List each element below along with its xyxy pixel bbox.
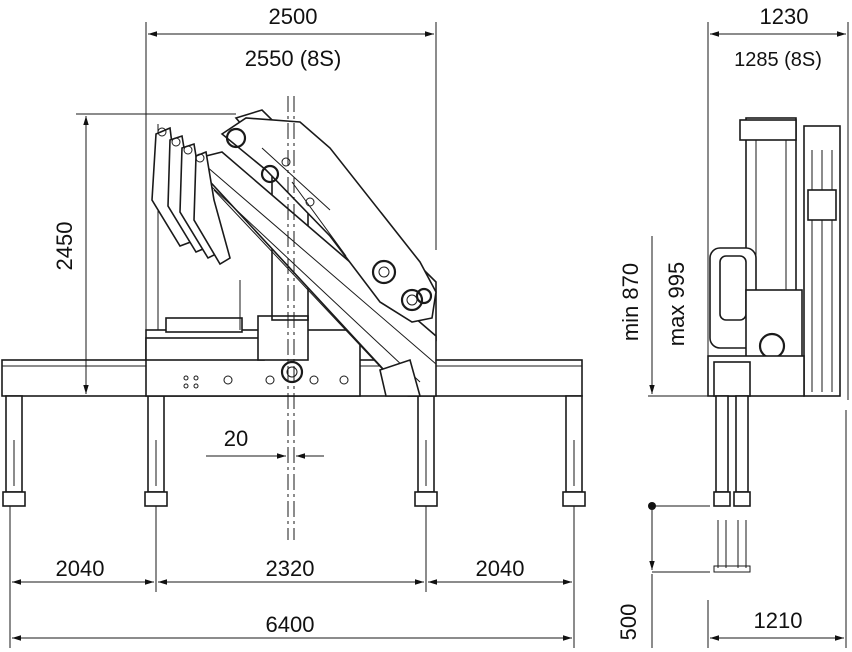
dim-total-span: 6400 <box>266 612 315 637</box>
side-height-dimension: min 870 max 995 500 <box>616 236 712 648</box>
inner-boom <box>220 117 437 323</box>
dim-span-left: 2040 <box>56 556 105 581</box>
dim-front-width: 2500 <box>269 4 318 29</box>
dim-max-height: max 995 <box>664 262 689 346</box>
front-view: 2500 2550 (8S) 2450 <box>1 4 586 648</box>
side-base-dimension: 1210 <box>707 410 847 648</box>
side-width-dimension: 1230 1285 (8S) <box>707 4 849 400</box>
boom-extensions <box>151 126 231 266</box>
dim-side-width-8s: 1285 (8S) <box>734 49 822 71</box>
front-offset-dimension: 20 <box>206 426 324 459</box>
side-column <box>707 247 805 397</box>
dim-front-width-8s: 2550 (8S) <box>245 46 342 71</box>
dim-front-height: 2450 <box>52 222 77 271</box>
dim-min-height: min 870 <box>618 263 643 341</box>
dim-side-base-width: 1210 <box>754 608 803 633</box>
side-boom <box>739 117 841 397</box>
dim-span-right: 2040 <box>476 556 525 581</box>
crane-base <box>145 124 361 397</box>
dim-side-width: 1230 <box>760 4 809 29</box>
front-span-dimensions: 2040 2320 2040 6400 <box>9 506 575 648</box>
dim-front-offset: 20 <box>224 426 248 451</box>
side-view: 1230 1285 (8S) <box>616 4 849 648</box>
side-legs <box>713 395 751 573</box>
front-width-dimension: 2500 2550 (8S) <box>145 4 437 330</box>
dim-span-centre: 2320 <box>266 556 315 581</box>
outrigger-legs <box>2 395 586 507</box>
dim-stroke: 500 <box>616 604 641 641</box>
